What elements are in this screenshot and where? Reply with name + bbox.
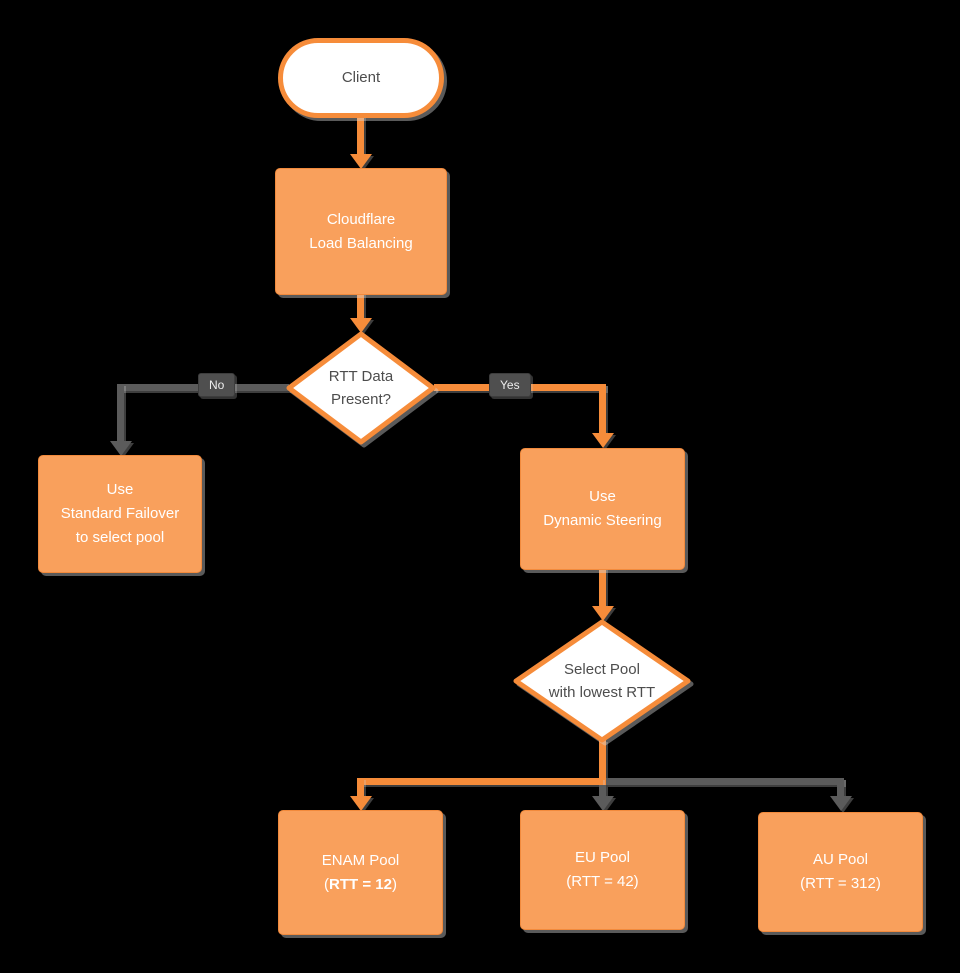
node-dynamic-steering: Use Dynamic Steering xyxy=(520,448,685,570)
enam-paren-close: ) xyxy=(391,875,397,893)
node-dynamic-steering-line1: Use xyxy=(589,488,616,505)
node-client: Client xyxy=(278,38,444,118)
node-enam-pool-line1: ENAM Pool xyxy=(321,851,400,869)
node-load-balancing-line1: Cloudflare xyxy=(326,210,396,228)
arrowhead-into-rtt-decision-icon xyxy=(350,318,372,333)
node-client-label: Client xyxy=(341,69,381,86)
arrowhead-into-select-pool-icon xyxy=(592,606,614,621)
node-standard-failover-line2: Standard Failover xyxy=(60,505,180,522)
node-eu-pool-line1: EU Pool xyxy=(574,849,631,866)
node-select-pool: Select Pool with lowest RTT xyxy=(512,618,692,744)
connector-eu-drop xyxy=(599,785,606,798)
node-rtt-decision-line1: RTT Data xyxy=(328,368,394,385)
arrowhead-into-eu-pool-icon xyxy=(592,796,614,811)
node-rtt-decision: RTT Data Present? xyxy=(285,330,437,446)
edge-label-yes: Yes xyxy=(489,373,531,397)
node-eu-pool-line2: (RTT = 42) xyxy=(566,873,639,890)
node-rtt-decision-line2: Present? xyxy=(330,391,392,408)
connector-yes-branch-vertical xyxy=(599,384,606,434)
connector-pools-horizontal-right xyxy=(606,778,844,785)
node-enam-pool-line2: (RTT = 12) xyxy=(324,873,397,897)
arrowhead-into-load-balancing-icon xyxy=(350,154,372,169)
node-au-pool-line1: AU Pool xyxy=(812,851,869,868)
arrowhead-into-au-pool-icon xyxy=(830,796,852,811)
node-dynamic-steering-line2: Dynamic Steering xyxy=(543,512,662,529)
node-au-pool: AU Pool (RTT = 312) xyxy=(758,812,923,932)
node-rtt-decision-shape xyxy=(286,331,436,445)
node-select-pool-shape xyxy=(513,619,691,743)
node-au-pool-line2: (RTT = 312) xyxy=(800,875,881,892)
connector-dynamic-steering-to-select-pool xyxy=(599,568,606,606)
connector-enam-drop xyxy=(357,778,364,798)
connector-au-drop xyxy=(837,778,844,798)
node-standard-failover: Use Standard Failover to select pool xyxy=(38,455,202,573)
arrowhead-into-dynamic-steering-icon xyxy=(592,433,614,448)
connector-pools-horizontal-left xyxy=(357,778,603,785)
connector-no-branch-vertical xyxy=(117,384,124,442)
node-standard-failover-line1: Use xyxy=(106,481,134,498)
enam-paren-open: ( xyxy=(324,875,330,893)
arrowhead-into-enam-pool-icon xyxy=(350,796,372,811)
arrowhead-into-standard-failover-icon xyxy=(110,441,132,456)
node-standard-failover-line3: to select pool xyxy=(75,529,165,546)
node-load-balancing: Cloudflare Load Balancing xyxy=(275,168,447,295)
node-eu-pool: EU Pool (RTT = 42) xyxy=(520,810,685,930)
connector-client-to-load-balancing xyxy=(357,116,364,156)
node-load-balancing-line2: Load Balancing xyxy=(309,234,413,252)
node-select-pool-line2: with lowest RTT xyxy=(548,684,656,701)
node-enam-pool: ENAM Pool (RTT = 12) xyxy=(278,810,443,935)
connector-select-pool-down xyxy=(599,740,606,785)
node-select-pool-line1: Select Pool xyxy=(564,661,640,678)
enam-rtt-value: RTT = 12 xyxy=(329,875,392,893)
edge-label-no: No xyxy=(198,373,236,397)
connector-load-balancing-to-rtt-decision xyxy=(357,293,364,321)
